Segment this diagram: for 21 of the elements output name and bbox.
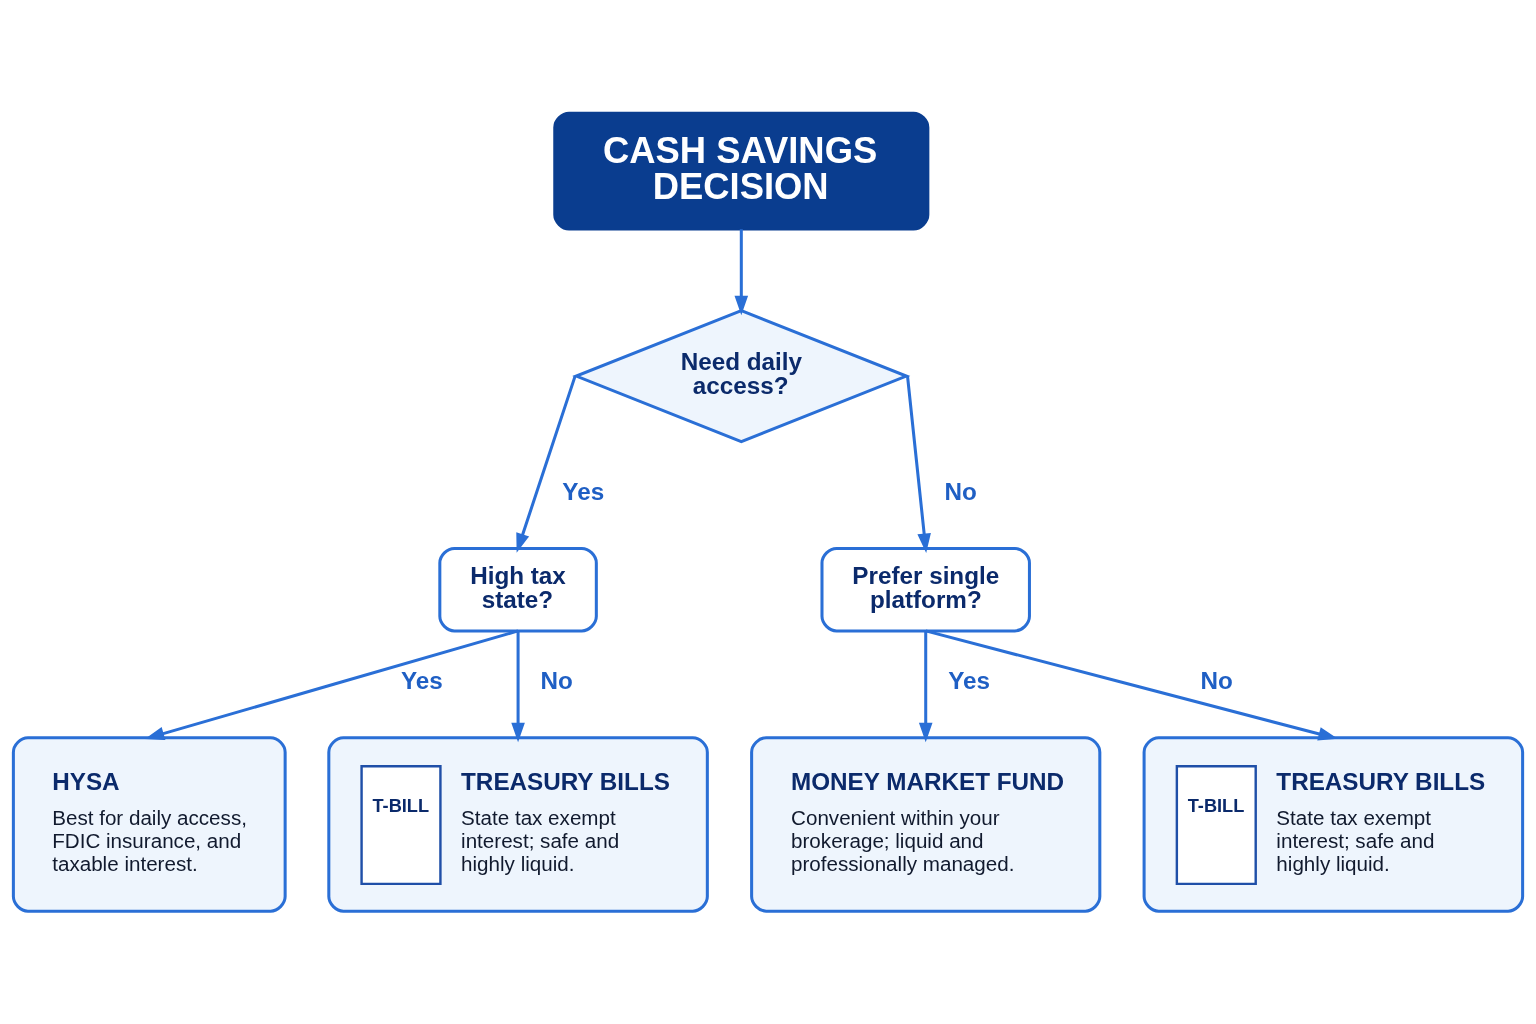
arrow [144,629,519,741]
node-box: T-BILL TREASURY BILLS State tax exempt interest; safe and highly liquid. [1142,736,1525,913]
node-box: Prefer single platform? [820,546,1031,633]
edge-label: Yes [401,667,443,695]
arrow [906,375,931,553]
edge-label: Yes [948,667,990,695]
edge-label: No [540,667,573,695]
arrow [516,375,577,553]
node-box: High tax state? [438,546,598,633]
edge-label: Yes [562,477,605,505]
arrow [925,629,1338,741]
arrow [734,229,749,316]
node-box: MONEY MARKET FUND Convenient within your brokerage; liquid and professionally managed. [750,736,1102,913]
node-box: HYSA Best for daily access, FDIC insurance, and taxable interest. [11,736,287,913]
arrow [511,630,525,743]
edge-label: No [944,477,977,505]
node-box: T-BILL TREASURY BILLS State tax exempt interest; safe and highly liquid. [327,736,709,913]
arrow [918,630,933,743]
edge-label: No [1200,667,1233,695]
node-diamond: Need daily access? [572,308,911,444]
node-box: CASH SAVINGS DECISION [553,111,930,231]
